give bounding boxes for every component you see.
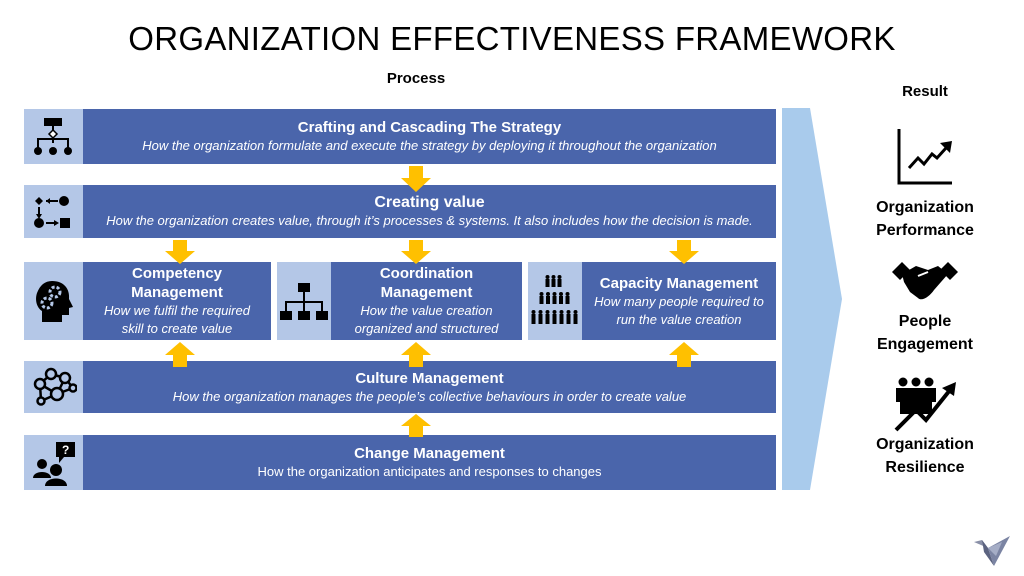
competency-desc-2: skill to create value bbox=[121, 321, 233, 336]
culture-desc: How the organization manages the people’… bbox=[172, 388, 687, 404]
coordination-desc-2: organized and structured bbox=[354, 321, 499, 336]
origami-bird-logo bbox=[974, 536, 1010, 566]
strategy-heading: Crafting and Cascading The Strategy bbox=[297, 119, 562, 136]
competency-desc-1: How we fulfil the required bbox=[104, 303, 250, 318]
coordination-heading-2: Management bbox=[380, 284, 473, 301]
change-desc: How the organization anticipates and res… bbox=[257, 464, 602, 479]
competency-box: Competency Management How we fulfil the … bbox=[83, 262, 271, 340]
change-heading: Change Management bbox=[354, 445, 505, 462]
capacity-box: Capacity Management How many people requ… bbox=[582, 262, 776, 340]
result-engagement-line2: Engagement bbox=[876, 336, 973, 353]
result-performance-line2: Performance bbox=[876, 222, 974, 239]
handshake-icon bbox=[892, 262, 958, 300]
people-network-icon bbox=[24, 361, 83, 413]
svg-text:?: ? bbox=[62, 443, 69, 457]
creating-value-heading: Creating value bbox=[374, 194, 485, 211]
result-engagement-line1: People bbox=[898, 313, 952, 330]
competency-heading-1: Competency bbox=[131, 265, 223, 282]
culture-box: Culture Management How the organization … bbox=[83, 361, 776, 413]
strategy-box: Crafting and Cascading The Strategy How … bbox=[83, 109, 776, 164]
change-box: Change Management How the organization a… bbox=[83, 435, 776, 490]
capacity-desc-1: How many people required to bbox=[594, 293, 764, 309]
result-resilience-line2: Resilience bbox=[885, 459, 965, 476]
result-resilience: Organization Resilience bbox=[860, 433, 990, 479]
hierarchy-flow-icon bbox=[24, 109, 83, 164]
coordination-heading-1: Coordination bbox=[379, 265, 474, 282]
result-engagement: People Engagement bbox=[860, 310, 990, 356]
growth-chart-icon bbox=[897, 129, 952, 185]
org-chart-icon bbox=[277, 262, 331, 340]
creating-value-desc: How the organization creates value, thro… bbox=[106, 213, 753, 228]
coordination-box: Coordination Management How the value cr… bbox=[331, 262, 522, 340]
arrow-down bbox=[669, 240, 699, 264]
people-growth-icon bbox=[894, 377, 956, 432]
result-label: Result bbox=[902, 83, 948, 100]
arrow-up bbox=[401, 414, 431, 437]
strategy-desc: How the organization formulate and execu… bbox=[142, 138, 717, 153]
arrow-down bbox=[401, 240, 431, 264]
competency-heading-2: Management bbox=[131, 284, 223, 301]
people-pyramid-icon bbox=[528, 262, 582, 340]
process-flow-icon bbox=[24, 185, 83, 238]
arrow-down bbox=[165, 240, 195, 264]
result-chevron bbox=[782, 108, 842, 490]
result-resilience-line1: Organization bbox=[876, 436, 974, 453]
page-title: ORGANIZATION EFFECTIVENESS FRAMEWORK bbox=[128, 20, 896, 57]
people-question-icon: ? bbox=[24, 435, 83, 490]
head-gears-icon bbox=[24, 262, 83, 340]
result-performance-line1: Organization bbox=[876, 199, 974, 216]
capacity-desc-2: run the value creation bbox=[616, 311, 742, 327]
result-performance: Organization Performance bbox=[860, 196, 990, 242]
coordination-desc-1: How the value creation bbox=[360, 303, 493, 318]
capacity-heading: Capacity Management bbox=[599, 274, 759, 292]
creating-value-box: Creating value How the organization crea… bbox=[83, 185, 776, 238]
process-label: Process bbox=[386, 70, 446, 87]
culture-heading: Culture Management bbox=[355, 369, 504, 387]
